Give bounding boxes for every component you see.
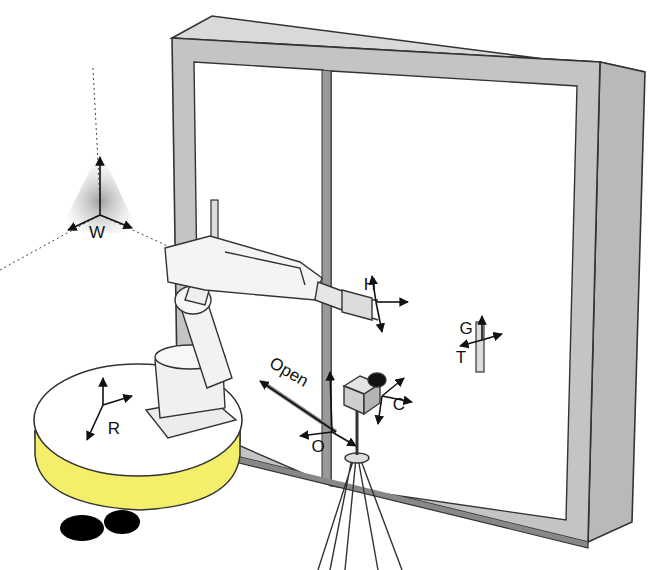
axis-arrow — [99, 157, 101, 215]
tripod-leg — [318, 458, 402, 570]
frame-label: C — [393, 396, 405, 413]
axis-arrow — [102, 378, 104, 405]
axis-line — [93, 68, 100, 200]
frame-label: H — [364, 276, 376, 293]
tripod-camera — [318, 373, 412, 570]
tripod-post — [356, 410, 359, 455]
frame-label: T — [456, 349, 466, 366]
axis-arrow — [481, 316, 483, 340]
axis-arrow — [382, 378, 404, 396]
wheel — [60, 515, 104, 541]
frame-label: R — [108, 420, 120, 437]
axis-arrow — [330, 372, 332, 432]
open-arrow — [260, 381, 336, 432]
axis-arrow — [482, 334, 502, 340]
arm-link — [165, 236, 322, 300]
axis-arrow — [332, 432, 356, 446]
frame-label: G — [459, 320, 472, 337]
axis-arrow — [460, 340, 482, 346]
world-frame — [0, 68, 172, 270]
frame-label: O — [311, 438, 324, 455]
axis-arrow — [103, 396, 132, 405]
axis-arrow — [300, 432, 332, 436]
axis-arrow — [87, 405, 103, 440]
camera-lens — [368, 373, 386, 387]
wheel — [104, 510, 140, 534]
robot-arm — [146, 236, 408, 438]
cabinet-door — [331, 71, 577, 520]
arm-detail — [225, 252, 305, 285]
frame-shading — [60, 150, 140, 235]
wrist — [315, 282, 345, 310]
opening-frame — [260, 372, 356, 446]
axis-line — [0, 215, 172, 270]
axis-arrow — [376, 302, 382, 332]
frame-label: W — [89, 224, 105, 241]
camera-body — [344, 386, 364, 414]
handle-frame — [460, 316, 502, 346]
camera-body — [364, 384, 380, 414]
axis-arrow — [378, 396, 382, 424]
gripper — [342, 290, 372, 320]
axis-arrow — [376, 301, 408, 303]
